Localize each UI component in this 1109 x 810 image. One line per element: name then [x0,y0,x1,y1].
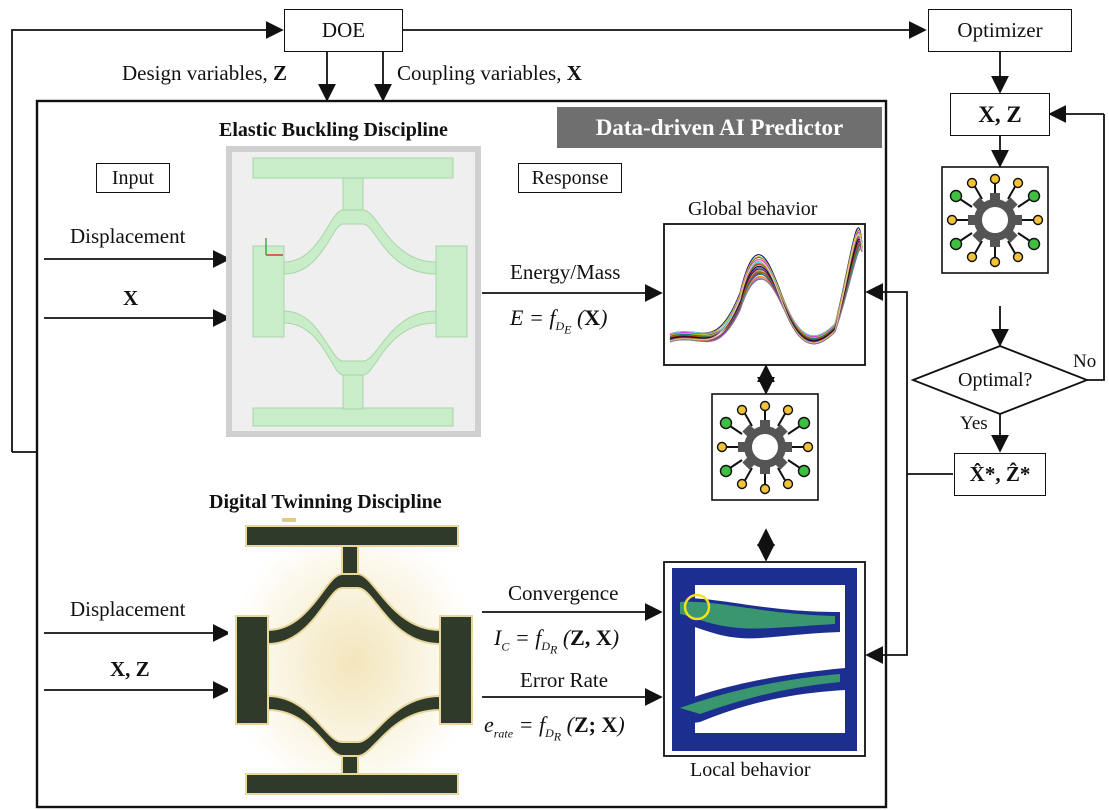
error-rate-equation: erate = fDR (Z; X) [484,712,625,744]
predictor-title: Data-driven AI Predictor [595,114,844,140]
optimizer-label: Optimizer [957,18,1043,42]
response-label: Response [531,166,609,189]
input-box: Input [96,163,170,193]
design-variables-label: Design variables, Z [122,61,288,85]
ai-text-optimizer: AI [985,208,1004,227]
coupling-variables-label: Coupling variables, X [397,61,582,85]
energy-mass-label: Energy/Mass [510,260,621,284]
local-behavior-fem [663,561,866,757]
xz-box-label: X, Z [978,101,1022,127]
digital-displacement-label: Displacement [70,597,186,621]
ai-text-predictor: AI [755,435,774,454]
decision-diamond [910,345,1090,415]
input-label: Input [111,166,155,189]
global-behavior-label: Global behavior [688,198,818,220]
result-label: X̂*, Ẑ* [969,462,1031,486]
local-behavior-label: Local behavior [690,759,811,781]
decision-label: Optimal? [958,369,1033,391]
optimizer-box: Optimizer [928,9,1072,52]
response-box: Response [518,163,622,193]
convergence-equation: IC = fDR (Z, X) [494,625,620,657]
result-box: X̂*, Ẑ* [954,453,1046,496]
global-behavior-curve [669,248,863,345]
energy-equation: E = fDE (X) [510,305,608,337]
xz-box: X, Z [950,93,1050,136]
yes-label: Yes [960,413,988,434]
global-behavior-curve [669,233,863,344]
digital-title: Digital Twinning Discipline [209,491,442,513]
error-rate-label: Error Rate [520,668,609,692]
global-behavior-plot [663,223,866,366]
elastic-buckling-image [226,146,481,437]
predictor-banner: Data-driven AI Predictor [557,107,882,148]
elastic-x-label: X [123,286,139,310]
no-label: No [1073,351,1097,372]
doe-box: DOE [284,9,403,52]
convergence-label: Convergence [508,581,619,605]
digital-xz-label: X, Z [110,657,150,681]
elastic-title: Elastic Buckling Discipline [219,119,448,141]
elastic-displacement-label: Displacement [70,224,186,248]
digital-twin-image [228,518,478,802]
discipline-frame [35,99,888,809]
coupling-variables-symbol: X [566,61,582,85]
design-variables-symbol: Z [273,61,288,85]
doe-label: DOE [321,18,366,42]
